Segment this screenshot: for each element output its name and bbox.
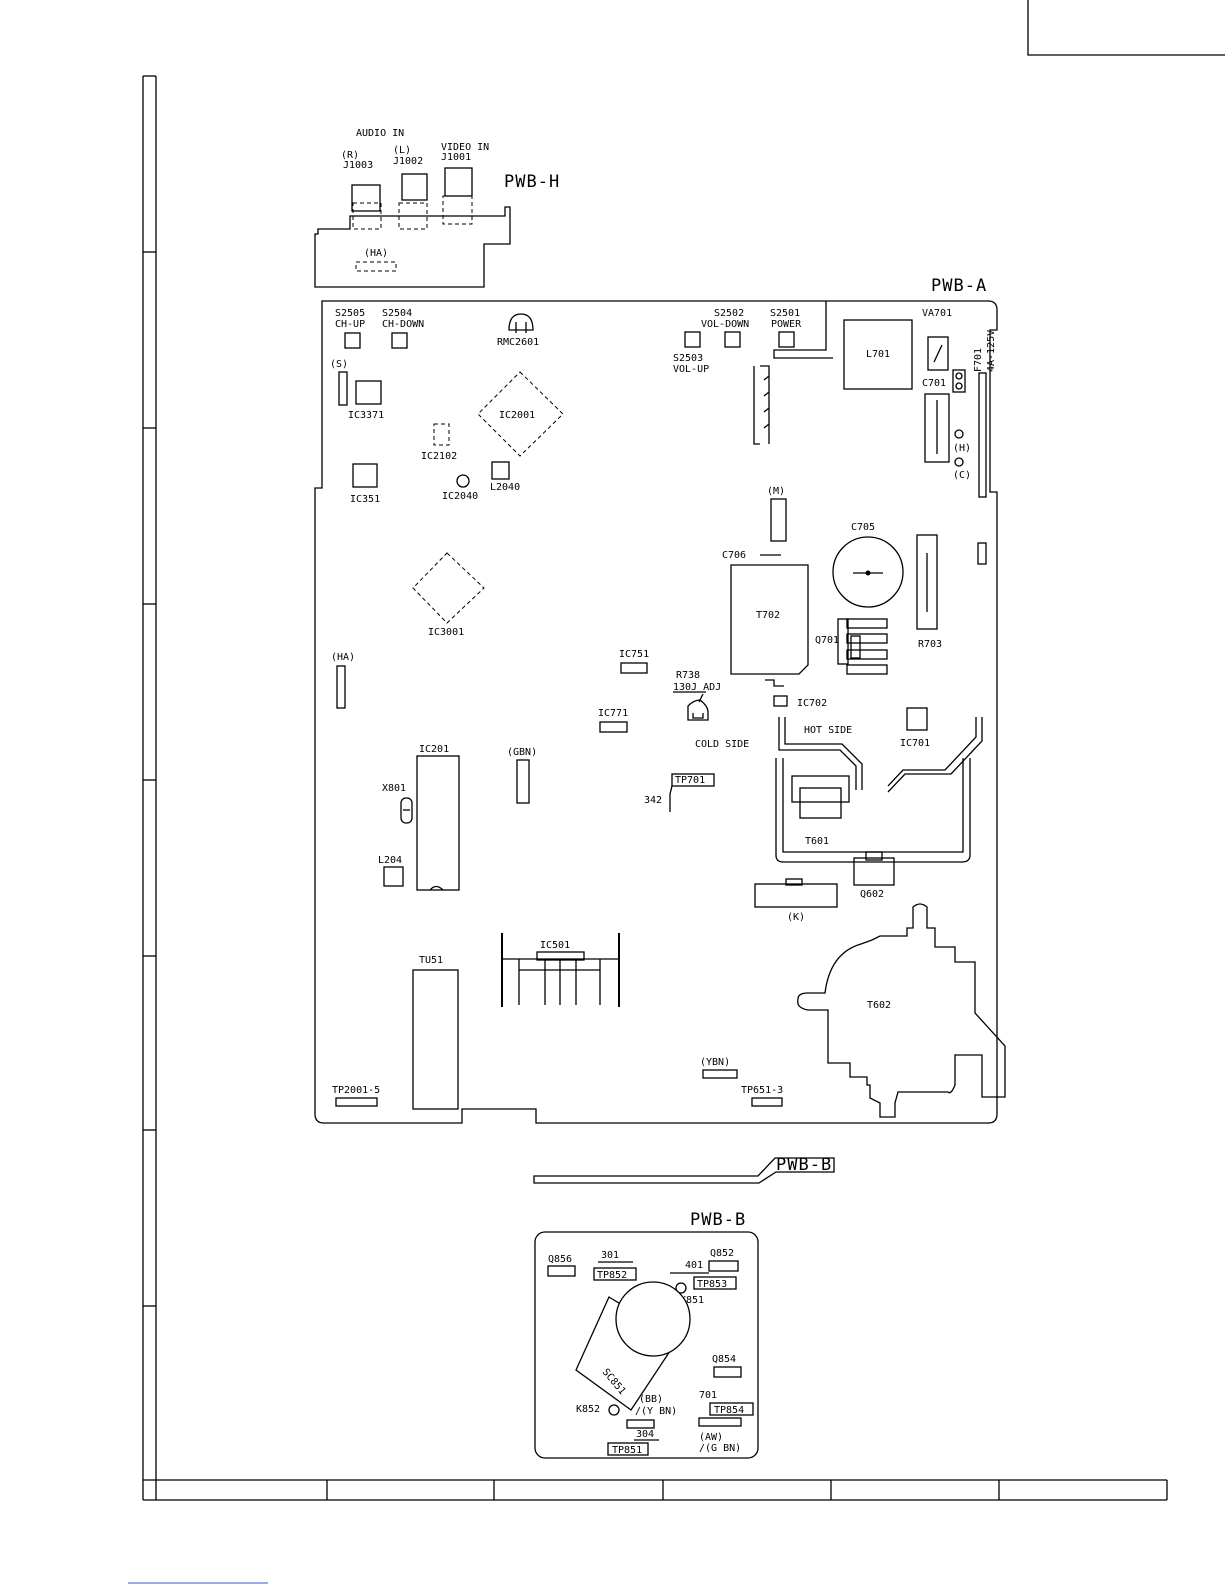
- bb-label: (BB): [639, 1394, 663, 1405]
- n701-label: 701: [699, 1390, 717, 1401]
- ic351-label: IC351: [350, 494, 380, 505]
- l204-label: L204: [378, 855, 402, 866]
- ic501-label: IC501: [540, 940, 570, 951]
- tp2001-label: TP2001-5: [332, 1085, 380, 1096]
- power-label: POWER: [771, 319, 802, 330]
- vol-up-label: VOL-UP: [673, 364, 709, 375]
- y-bn-label: /(Y BN): [635, 1406, 677, 1417]
- r703-label: R703: [918, 639, 942, 650]
- g-bn-label: /(G BN): [699, 1443, 741, 1454]
- adj-label: 130J ADJ: [673, 682, 721, 693]
- pwb-h-board: AUDIO IN VIDEO IN (R) (L) J1003 J1002 J1…: [314, 128, 560, 288]
- h-label: (H): [953, 443, 971, 454]
- c705-label: C705: [851, 522, 875, 533]
- ic701-label: IC701: [900, 738, 930, 749]
- ic771-label: IC771: [598, 708, 628, 719]
- rmc2601-label: RMC2601: [497, 337, 539, 348]
- ch-up-label: CH-UP: [335, 319, 365, 330]
- n301-label: 301: [601, 1250, 619, 1261]
- l-label: (L): [393, 145, 411, 156]
- s-label: (S): [330, 359, 348, 370]
- q602-label: Q602: [860, 889, 884, 900]
- ic3001-label: IC3001: [428, 627, 464, 638]
- q701-label: Q701: [815, 635, 839, 646]
- tp851-label: TP851: [612, 1445, 642, 1456]
- ic751-label: IC751: [619, 649, 649, 660]
- k851-label: K851: [680, 1295, 704, 1306]
- page-frame: [128, 0, 1225, 1584]
- pwb-b-title: PWB-B: [690, 1210, 746, 1230]
- pwb-b-board: PWB-B Q856 301 TP852 401 Q852 TP853 K851…: [534, 1210, 759, 1459]
- c-label: (C): [953, 470, 971, 481]
- r-label: (R): [341, 150, 359, 161]
- vol-down-label: VOL-DOWN: [701, 319, 749, 330]
- ic2001-label: IC2001: [499, 410, 535, 421]
- q852-label: Q852: [710, 1248, 734, 1259]
- j1001-label: J1001: [441, 152, 471, 163]
- q856-label: Q856: [548, 1254, 572, 1265]
- pwb-b-ref-label: PWB-B: [776, 1155, 832, 1175]
- ha-label: (HA): [364, 248, 388, 259]
- tp701-label: TP701: [675, 775, 705, 786]
- j1003-label: J1003: [343, 160, 373, 171]
- c701-label: C701: [922, 378, 946, 389]
- n342-label: 342: [644, 795, 662, 806]
- f701-label: F701: [973, 348, 984, 372]
- s2502-label: S2502: [714, 308, 744, 319]
- l701-label: L701: [866, 349, 890, 360]
- ic2040-label: IC2040: [442, 491, 478, 502]
- ch-down-label: CH-DOWN: [382, 319, 424, 330]
- ic2102-label: IC2102: [421, 451, 457, 462]
- tp852-label: TP852: [597, 1270, 627, 1281]
- t702-label: T702: [756, 610, 780, 621]
- ic3371-label: IC3371: [348, 410, 384, 421]
- tp854-label: TP854: [714, 1405, 744, 1416]
- cold-side-label: COLD SIDE: [695, 739, 749, 750]
- s2503-label: S2503: [673, 353, 703, 364]
- tp651-label: TP651-3: [741, 1085, 783, 1096]
- c706-label: C706: [722, 550, 746, 561]
- sc851-label: SC851: [600, 1367, 628, 1397]
- ic702-label: IC702: [797, 698, 827, 709]
- s2504-label: S2504: [382, 308, 412, 319]
- m-label: (M): [767, 486, 785, 497]
- tu51-label: TU51: [419, 955, 443, 966]
- pwb-h-title: PWB-H: [504, 172, 560, 192]
- n401-label: 401: [685, 1260, 703, 1271]
- s2501-label: S2501: [770, 308, 800, 319]
- ic201-label: IC201: [419, 744, 449, 755]
- k852-label: K852: [576, 1404, 600, 1415]
- x801-label: X801: [382, 783, 406, 794]
- t602-label: T602: [867, 1000, 891, 1011]
- pwb-a-board: PWB-A S2505 CH-UP S2504 CH-DOWN RMC2601 …: [314, 276, 1006, 1124]
- ha-a-label: (HA): [331, 652, 355, 663]
- r738-label: R738: [676, 670, 700, 681]
- t601-label: T601: [805, 836, 829, 847]
- pwb-a-title: PWB-A: [931, 276, 987, 296]
- hot-side-label: HOT SIDE: [804, 725, 852, 736]
- n304-label: 304: [636, 1429, 654, 1440]
- f701-rating-label: 4A-125V: [986, 330, 997, 372]
- k-label: (K): [787, 912, 805, 923]
- j1002-label: J1002: [393, 156, 423, 167]
- gbn-label: (GBN): [507, 747, 537, 758]
- q854-label: Q854: [712, 1354, 736, 1365]
- ybn-label: (YBN): [700, 1057, 730, 1068]
- video-in-label: VIDEO IN: [441, 142, 489, 153]
- l2040-label: L2040: [490, 482, 520, 493]
- tp853-label: TP853: [697, 1279, 727, 1290]
- audio-in-label: AUDIO IN: [356, 128, 404, 139]
- pwb-b-side-view: PWB-B: [533, 1155, 835, 1184]
- va701-label: VA701: [922, 308, 952, 319]
- s2505-label: S2505: [335, 308, 365, 319]
- aw-label: (AW): [699, 1432, 723, 1443]
